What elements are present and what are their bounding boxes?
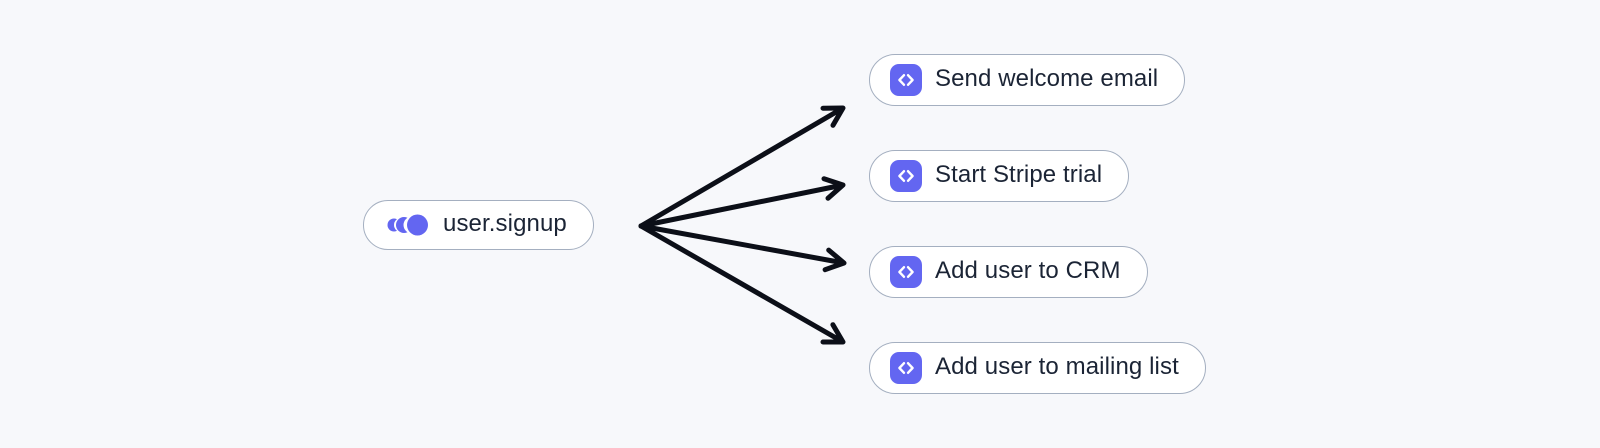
- code-icon: [890, 352, 922, 384]
- trigger-label: user.signup: [443, 210, 567, 237]
- action-label: Add user to mailing list: [935, 353, 1179, 380]
- edge-user-signup-to-add-user-to-mailing-list: [638, 223, 846, 345]
- code-icon: [890, 160, 922, 192]
- trigger-node-user-signup: user.signup: [363, 200, 594, 250]
- edge-user-signup-to-add-user-to-crm: [638, 223, 847, 273]
- code-icon: [890, 256, 922, 288]
- action-node-add-user-to-mailing-list: Add user to mailing list: [869, 342, 1206, 394]
- action-node-start-stripe-trial: Start Stripe trial: [869, 150, 1130, 202]
- action-node-add-user-to-crm: Add user to CRM: [869, 246, 1148, 298]
- action-label: Add user to CRM: [935, 257, 1121, 284]
- code-icon: [890, 64, 922, 96]
- edge-user-signup-to-send-welcome-email: [638, 105, 846, 229]
- action-label: Send welcome email: [935, 65, 1159, 92]
- action-node-send-welcome-email: Send welcome email: [869, 54, 1186, 106]
- event-pulse-icon: [387, 214, 428, 236]
- action-label: Start Stripe trial: [935, 161, 1103, 188]
- edge-user-signup-to-start-stripe-trial: [638, 176, 846, 229]
